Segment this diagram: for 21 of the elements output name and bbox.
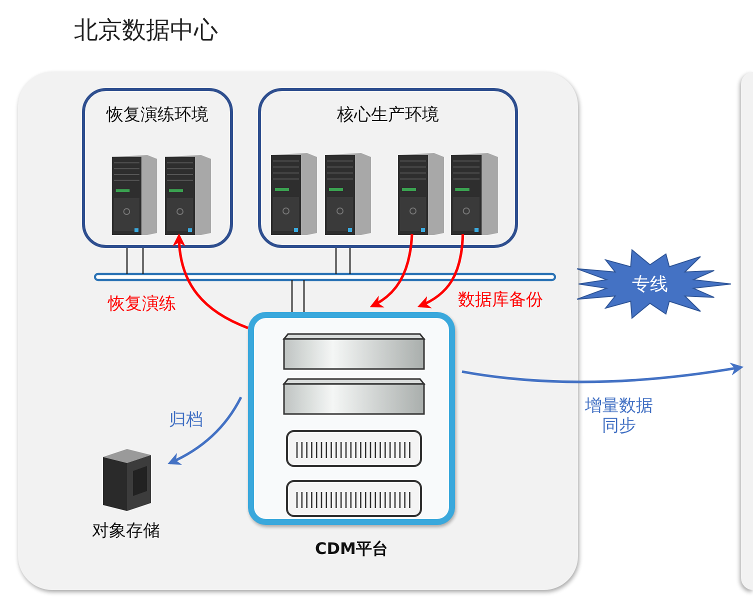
starburst-label: 专线 (631, 273, 669, 296)
server-drawing (449, 151, 500, 235)
edge-label: 增量数据同步 (583, 396, 655, 436)
arrow (462, 362, 744, 384)
server-drawing (110, 153, 159, 235)
storage-label: 对象存储 (91, 520, 161, 542)
panel-heading: 北京数据中心 (74, 15, 218, 46)
server-drawing (269, 151, 319, 235)
platform-label: CDM平台 (314, 539, 389, 560)
server-drawing (163, 153, 213, 235)
box-heading: 核心生产环境 (336, 104, 440, 126)
box-heading: 恢复演练环境 (105, 104, 210, 126)
arrow (168, 396, 242, 465)
environment-box (258, 88, 518, 248)
environment-box (82, 88, 233, 248)
arrow (172, 233, 248, 330)
data-center-panel (741, 72, 753, 590)
arrow (417, 234, 464, 308)
server-drawing (323, 151, 373, 235)
edge-label: 恢复演练 (106, 292, 178, 315)
server-drawing (396, 151, 446, 235)
